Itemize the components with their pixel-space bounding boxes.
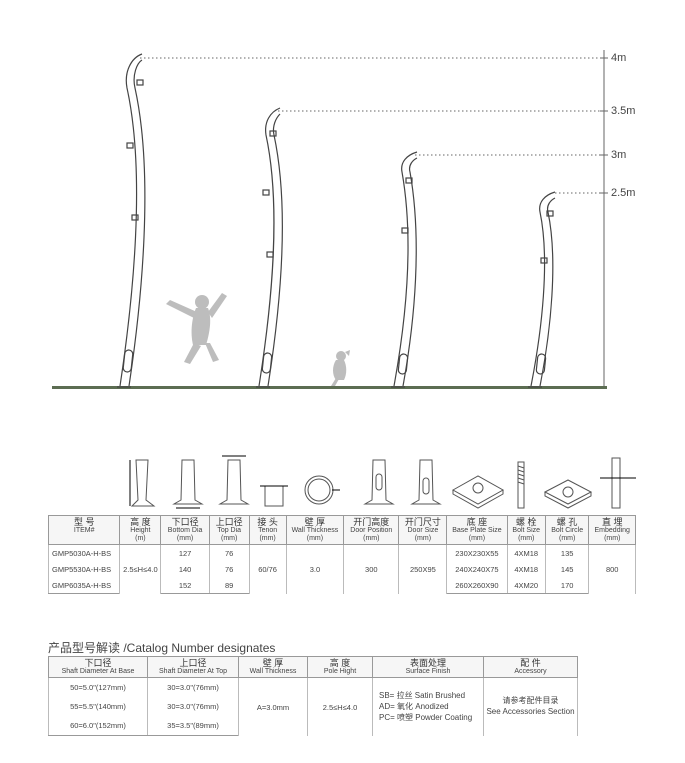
person-silhouette — [166, 293, 227, 364]
embedding-value: 800 — [588, 544, 636, 594]
dog-silhouette — [331, 350, 350, 386]
height-label-4m: 4m — [611, 52, 627, 64]
finish-satin-brushed: SB= 拉丝 Satin Brushed — [379, 690, 466, 700]
finish-powder-coating: PC= 喷塑 Powder Coating — [379, 712, 473, 722]
bolt-icon — [517, 461, 525, 509]
wall-value: 3.0 — [285, 544, 345, 594]
pole-illustration — [52, 50, 608, 389]
pole-3m — [391, 151, 418, 388]
table-row: GMP5530A-H-BS 140 76 240X240X75 4XM18 14… — [47, 561, 636, 578]
tenon-value: 60/76 — [248, 544, 287, 594]
top-dia-code: 30=3.0"(76mm) — [147, 677, 239, 698]
table-row: GMP5030A-H-BS 2.5≤H≤4.0 127 76 60/76 3.0… — [47, 544, 636, 594]
height-label-3m: 3m — [611, 149, 627, 161]
base-dia-code: 55=5.5"(140mm) — [48, 697, 148, 717]
embedding-icon — [600, 457, 636, 509]
bottom-diameter-icon — [172, 459, 204, 509]
bottom-dia: 140 — [160, 561, 210, 578]
table-row: GMP6035A-H-BS 152 89 260X260X90 4XM20 17… — [47, 577, 636, 595]
tenon-icon — [260, 485, 288, 507]
bolt-circle: 145 — [544, 561, 590, 578]
bolt-circle: 135 — [544, 544, 590, 562]
accessory-cn: 请参考配件目录 — [502, 696, 559, 706]
height-code: 2.5≤H≤4.0 — [307, 677, 373, 736]
accessory-note: 请参考配件目录 See Accessories Section — [483, 677, 578, 736]
base-plate-icon — [451, 475, 505, 509]
item-number: GMP5530A-H-BS — [47, 561, 121, 578]
column-icons — [129, 455, 636, 509]
top-dia-code: 30=3.0"(76mm) — [147, 697, 239, 717]
table-row: 55=5.5"(140mm) 30=3.0"(76mm) — [48, 697, 578, 717]
bottom-dia: 152 — [160, 577, 210, 595]
door-size-icon — [410, 459, 442, 505]
base-dia-code: 60=6.0"(152mm) — [48, 716, 148, 737]
item-number: GMP5030A-H-BS — [47, 544, 121, 562]
top-dia: 76 — [208, 544, 250, 562]
top-dia-code: 35=3.5"(89mm) — [147, 716, 239, 737]
base-plate: 230X230X55 — [446, 544, 508, 562]
finish-anodized: AD= 氧化 Anodized — [379, 701, 449, 711]
accessory-en: See Accessories Section — [486, 707, 575, 717]
bottom-dia: 127 — [160, 544, 210, 562]
door-position-icon — [363, 459, 395, 505]
pole-4m — [117, 53, 146, 388]
catalog-heading: 产品型号解读 /Catalog Number designates — [48, 641, 276, 655]
door-size-value: 250X95 — [398, 544, 448, 594]
base-plate: 240X240X75 — [446, 561, 508, 578]
table-row: 60=6.0"(152mm) 35=3.5"(89mm) — [48, 716, 578, 737]
bolt-size: 4XM20 — [506, 577, 546, 595]
bolt-size: 4XM18 — [506, 544, 546, 562]
surface-finish-list: SB= 拉丝 Satin Brushed AD= 氧化 Anodized PC=… — [372, 677, 484, 736]
bolt-circle-icon — [543, 479, 593, 509]
ground-line — [52, 386, 607, 389]
top-diameter-icon — [218, 455, 250, 505]
base-plate: 260X260X90 — [446, 577, 508, 595]
table-row: 50=5.0"(127mm) 30=3.0"(76mm) A=3.0mm 2.5… — [48, 677, 578, 736]
wall-code: A=3.0mm — [238, 677, 308, 736]
top-dia: 76 — [208, 561, 250, 578]
pole-3.5m — [256, 107, 283, 388]
item-number: GMP6035A-H-BS — [47, 577, 121, 595]
base-dia-code: 50=5.0"(127mm) — [48, 677, 148, 698]
height-range: 2.5≤H≤4.0 — [119, 544, 162, 594]
wall-thickness-icon — [304, 475, 340, 505]
door-position-value: 300 — [343, 544, 400, 594]
pole-2.5m — [528, 191, 556, 388]
height-label-3.5m: 3.5m — [611, 105, 636, 117]
height-label-2.5m: 2.5m — [611, 187, 636, 199]
height-icon — [129, 459, 156, 507]
bolt-circle: 170 — [544, 577, 590, 595]
top-dia: 89 — [208, 577, 250, 595]
bolt-size: 4XM18 — [506, 561, 546, 578]
